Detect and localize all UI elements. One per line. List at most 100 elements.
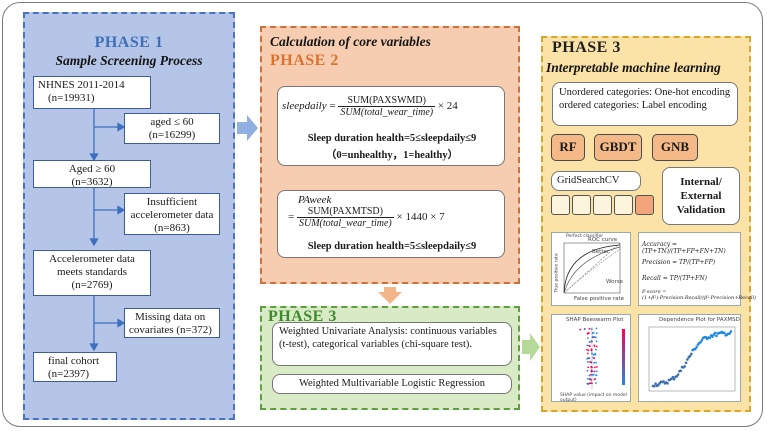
shap-dot bbox=[595, 361, 597, 364]
shap-dot bbox=[592, 335, 595, 338]
aged-over-60-label: Aged ≥ 60 bbox=[68, 163, 116, 175]
phase1-title: PHASE 1 bbox=[94, 34, 164, 51]
shap-dot bbox=[595, 345, 598, 348]
univariate-analysis-box: Weighted Univariate Analysis: continuous… bbox=[272, 322, 512, 366]
aged-under-60-box: aged ≤ 60 (n=16299) bbox=[124, 113, 220, 144]
shap-dot bbox=[593, 378, 596, 381]
gridsearch-box: GridSearchCV bbox=[551, 171, 641, 191]
dependence-dot bbox=[676, 373, 680, 376]
sleepdaily-multiplier: × 24 bbox=[437, 100, 458, 113]
shap-dot bbox=[590, 340, 593, 343]
shap-dot bbox=[587, 332, 590, 334]
shap-dot bbox=[595, 348, 597, 351]
multivariable-regression-text: Weighted Multivariable Logistic Regressi… bbox=[298, 378, 486, 389]
sleepdaily-formula: sleepdaily = SUM(PAXSWMD) SUM(total_wear… bbox=[282, 95, 502, 118]
shap-dot bbox=[590, 328, 593, 330]
phase3-ml-subtitle: Interpretable machine learning bbox=[546, 60, 721, 75]
nhanes-count: (n=19931) bbox=[48, 92, 95, 104]
shap-dot bbox=[588, 341, 591, 343]
model-gnb: GNB bbox=[652, 134, 698, 161]
cv-fold-1 bbox=[551, 195, 570, 215]
nhanes-label: NHNES 2011-2014 bbox=[38, 79, 125, 91]
validation-line-3: Validation bbox=[676, 204, 726, 216]
shap-dot bbox=[593, 361, 596, 364]
sleep-rule-coding: （0=unhealthy，1=healthy） bbox=[325, 150, 459, 161]
phase3-analysis-title: PHASE 3 bbox=[268, 308, 337, 325]
phase2-title: PHASE 2 bbox=[270, 52, 339, 69]
dependence-dot bbox=[686, 358, 689, 361]
shap-dot bbox=[587, 366, 590, 369]
missing-data-box: Missing data on covariates (n=372) bbox=[124, 308, 220, 338]
shap-dot bbox=[591, 374, 594, 376]
arrow-phase3-to-ml bbox=[522, 333, 540, 361]
dependence-dot bbox=[699, 340, 702, 344]
shap-dot bbox=[586, 361, 589, 363]
shap-dot bbox=[595, 340, 598, 343]
shap-dot bbox=[591, 382, 593, 385]
dependence-dot bbox=[662, 380, 665, 383]
shap-dot bbox=[583, 328, 586, 331]
metrics-thumbnail: Accuracy = (TP+TN)/(TP+FP+FN+TN) Precisi… bbox=[638, 232, 757, 306]
dependence-dot bbox=[684, 361, 688, 365]
dependence-dot bbox=[683, 365, 687, 368]
final-cohort-count: (n=2397) bbox=[48, 368, 90, 380]
dependence-dot bbox=[729, 330, 733, 333]
meets-label-2: meets standards bbox=[57, 266, 127, 278]
cv-fold-2 bbox=[572, 195, 591, 215]
shap-dot bbox=[593, 370, 596, 373]
shap-dot bbox=[595, 332, 598, 335]
gridsearch-text: GridSearchCV bbox=[557, 175, 620, 186]
sleepdaily-denominator: SUM(total_wear_time) bbox=[340, 107, 434, 118]
shap-dot bbox=[596, 370, 598, 373]
encoding-box: Unordered categories: One-hot encoding o… bbox=[552, 82, 738, 126]
dependence-dot bbox=[671, 375, 675, 379]
shap-dot bbox=[586, 369, 589, 372]
shap-dot bbox=[590, 352, 593, 355]
paweek-numerator: SUM(PAXMTSD) bbox=[296, 206, 394, 218]
cv-folds bbox=[551, 195, 655, 217]
paweek-formula-box: PAweek = SUM(PAXMTSD) SUM(total_wear_tim… bbox=[277, 190, 505, 258]
shap-dot bbox=[589, 377, 592, 380]
cv-fold-test bbox=[635, 195, 654, 215]
shap-dot bbox=[590, 348, 593, 351]
roc-worse-label: Worse bbox=[606, 279, 623, 285]
shap-dot bbox=[586, 348, 588, 351]
aged-over-60-box: Aged ≥ 60 (n=3632) bbox=[33, 160, 151, 188]
shap-dot bbox=[595, 327, 598, 330]
paweek-equals: = bbox=[288, 211, 295, 224]
dependence-dot bbox=[654, 382, 657, 386]
roc-better-label: Better bbox=[592, 249, 610, 255]
missing-label-2: covariates (n=372) bbox=[129, 324, 212, 336]
roc-curve-thumbnail: ROC curve Perfect classifier Better Wors… bbox=[551, 232, 631, 306]
dependence-dot bbox=[695, 345, 698, 349]
shap-dot bbox=[590, 365, 593, 368]
phase1-subtitle: Sample Screening Process bbox=[55, 53, 203, 68]
phase1-flow-lines bbox=[89, 109, 126, 352]
dependence-dot bbox=[713, 331, 717, 335]
paweek-formula: = SUM(PAXMTSD) SUM(total_wear_time) × 14… bbox=[288, 206, 503, 229]
dependence-dot bbox=[679, 369, 683, 373]
shap-dot bbox=[595, 374, 597, 377]
meets-count: (n=2769) bbox=[71, 279, 113, 291]
validation-line-1: Internal/ bbox=[680, 176, 722, 188]
dependence-plot-thumbnail: Dependence Plot for PAXMSD bbox=[638, 314, 741, 402]
shap-dot bbox=[589, 382, 592, 385]
metric-precision: Precision = TP/(TP+FP) bbox=[642, 259, 716, 266]
dependence-dot bbox=[723, 331, 726, 335]
roc-xlabel: False positive rate bbox=[574, 296, 625, 302]
dependence-plot bbox=[648, 326, 736, 392]
shap-dot bbox=[594, 336, 597, 339]
metric-recall: Recall = TP/(TP+FN) bbox=[642, 275, 707, 282]
dependence-dot bbox=[666, 382, 669, 385]
dependence-dot bbox=[694, 347, 697, 351]
roc-curve-plot bbox=[563, 242, 621, 294]
shap-dot bbox=[594, 353, 597, 356]
metric-fscore: F-score = (1+β²)·Precision·Recall/(β²·Pr… bbox=[642, 289, 757, 301]
shap-dot bbox=[593, 366, 596, 369]
cv-fold-3 bbox=[593, 195, 612, 215]
outer-frame bbox=[2, 2, 763, 427]
dependence-dot bbox=[690, 352, 693, 356]
validation-box: Internal/ External Validation bbox=[662, 167, 740, 225]
dependence-dot bbox=[700, 338, 704, 342]
